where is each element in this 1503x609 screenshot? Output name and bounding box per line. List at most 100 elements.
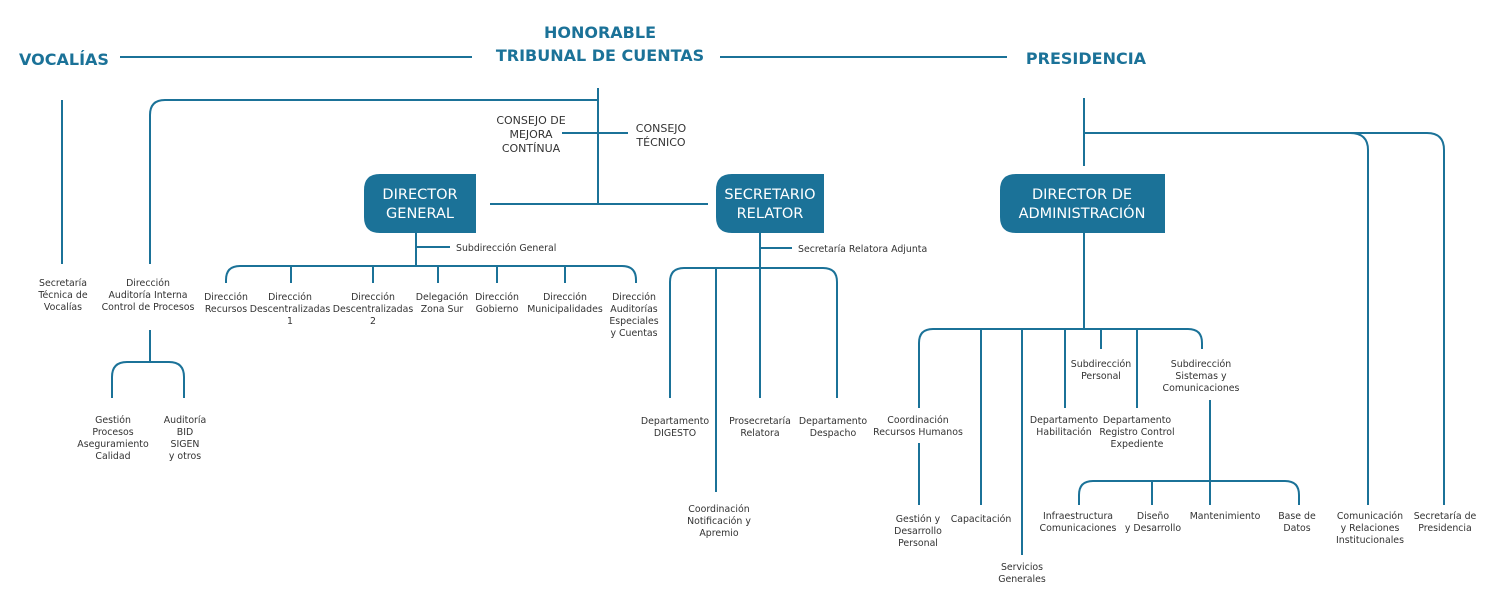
svg-text:Zona Sur: Zona Sur — [421, 304, 464, 315]
svg-text:Generales: Generales — [998, 574, 1046, 585]
svg-text:Calidad: Calidad — [95, 451, 130, 462]
svg-text:Departamento: Departamento — [1103, 415, 1171, 426]
svg-text:Subdirección: Subdirección — [1071, 359, 1131, 370]
svg-text:Auditoría: Auditoría — [164, 415, 207, 426]
svg-text:DIGESTO: DIGESTO — [654, 428, 696, 439]
svg-text:Secretaría de: Secretaría de — [1414, 511, 1477, 522]
unit-direccion-municipalidades: Dirección Municipalidades — [527, 292, 603, 315]
unit-mantenimiento: Mantenimiento — [1190, 511, 1261, 522]
svg-text:DIRECTOR DE: DIRECTOR DE — [1032, 187, 1132, 203]
svg-text:Gobierno: Gobierno — [476, 304, 519, 315]
unit-direccion-gobierno: Dirección Gobierno — [475, 292, 519, 315]
unit-auditoria-bid: Auditoría BID SIGEN y otros — [164, 415, 207, 462]
svg-text:y Cuentas: y Cuentas — [610, 328, 657, 339]
unit-subdireccion-sistemas: Subdirección Sistemas y Comunicaciones — [1163, 359, 1240, 394]
box-secretario-relator: SECRETARIO RELATOR — [716, 174, 824, 233]
svg-text:Gestión y: Gestión y — [896, 514, 941, 525]
svg-text:Departamento: Departamento — [1030, 415, 1098, 426]
svg-text:Capacitación: Capacitación — [951, 514, 1012, 525]
svg-text:Apremio: Apremio — [699, 528, 739, 539]
svg-text:Comunicaciones: Comunicaciones — [1163, 383, 1240, 394]
unit-departamento-registro-control: Departamento Registro Control Expediente — [1099, 415, 1174, 450]
svg-text:Relatora: Relatora — [740, 428, 779, 439]
svg-text:Comunicaciones: Comunicaciones — [1040, 523, 1117, 534]
svg-text:Prosecretaría: Prosecretaría — [729, 416, 791, 427]
svg-text:1: 1 — [287, 316, 293, 327]
svg-text:Dirección: Dirección — [475, 292, 519, 303]
svg-text:y otros: y otros — [169, 451, 201, 462]
unit-prosecretaria-relatora: Prosecretaría Relatora — [729, 416, 791, 439]
unit-base-de-datos: Base de Datos — [1278, 511, 1316, 534]
line-sr-branch — [669, 267, 838, 398]
svg-text:Base de: Base de — [1278, 511, 1316, 522]
svg-text:Recursos: Recursos — [205, 304, 247, 315]
svg-text:Expediente: Expediente — [1111, 439, 1164, 450]
svg-text:DIRECTOR: DIRECTOR — [382, 187, 457, 203]
unit-servicios-generales: Servicios Generales — [998, 562, 1046, 585]
header-vocalias: VOCALÍAS — [19, 50, 109, 69]
svg-text:CONSEJO: CONSEJO — [636, 122, 687, 135]
svg-text:Dirección: Dirección — [268, 292, 312, 303]
unit-infraestructura-comunicaciones: Infraestructura Comunicaciones — [1040, 511, 1117, 534]
svg-text:Departamento: Departamento — [641, 416, 709, 427]
box-director-general: DIRECTOR GENERAL — [364, 174, 476, 233]
unit-departamento-habilitacion: Departamento Habilitación — [1030, 415, 1098, 438]
svg-text:Coordinación: Coordinación — [688, 504, 749, 515]
unit-subdireccion-general: Subdirección General — [456, 243, 556, 254]
svg-text:Aseguramiento: Aseguramiento — [77, 439, 149, 450]
unit-direccion-recursos: Dirección Recursos — [204, 292, 248, 315]
unit-secretaria-presidencia: Secretaría de Presidencia — [1414, 511, 1477, 534]
svg-text:Institucionales: Institucionales — [1336, 535, 1404, 546]
svg-text:Despacho: Despacho — [810, 428, 857, 439]
svg-text:Sistemas y: Sistemas y — [1175, 371, 1227, 382]
unit-departamento-digesto: Departamento DIGESTO — [641, 416, 709, 439]
svg-text:Registro Control: Registro Control — [1099, 427, 1174, 438]
line-dg-branch — [225, 265, 637, 283]
svg-text:BID: BID — [177, 427, 193, 438]
unit-coordinacion-notificacion: Coordinación Notificación y Apremio — [687, 504, 751, 539]
svg-text:Coordinación: Coordinación — [887, 415, 948, 426]
svg-text:Dirección: Dirección — [126, 278, 170, 289]
svg-text:Dirección: Dirección — [204, 292, 248, 303]
svg-text:Dirección: Dirección — [612, 292, 656, 303]
svg-text:RELATOR: RELATOR — [737, 206, 804, 222]
svg-text:Habilitación: Habilitación — [1036, 427, 1091, 438]
line-auditoria-branch — [111, 361, 185, 398]
svg-text:Servicios: Servicios — [1001, 562, 1043, 573]
svg-text:y Relaciones: y Relaciones — [1341, 523, 1400, 534]
svg-text:SECRETARIO: SECRETARIO — [724, 187, 815, 203]
box-director-administracion: DIRECTOR DE ADMINISTRACIÓN — [1000, 174, 1165, 233]
header-tribunal-line1: HONORABLE — [544, 23, 656, 42]
unit-delegacion-zona-sur: Delegación Zona Sur — [416, 292, 469, 315]
svg-text:Infraestructura: Infraestructura — [1043, 511, 1113, 522]
consejo-tecnico: CONSEJO TÉCNICO — [635, 122, 686, 149]
svg-text:Personal: Personal — [1081, 371, 1121, 382]
svg-text:Personal: Personal — [898, 538, 938, 549]
unit-secretaria-tecnica-vocalias: Secretaría Técnica de Vocalías — [37, 278, 87, 313]
unit-departamento-despacho: Departamento Despacho — [799, 416, 867, 439]
unit-gestion-desarrollo-personal: Gestión y Desarrollo Personal — [894, 514, 942, 549]
svg-text:MEJORA: MEJORA — [509, 128, 553, 141]
svg-text:GENERAL: GENERAL — [386, 206, 454, 222]
unit-subdireccion-personal: Subdirección Personal — [1071, 359, 1131, 382]
unit-gestion-procesos: Gestión Procesos Aseguramiento Calidad — [77, 415, 149, 462]
svg-text:Dirección: Dirección — [351, 292, 395, 303]
line-presidencia-secretaria — [1084, 132, 1445, 505]
header-presidencia: PRESIDENCIA — [1026, 49, 1147, 68]
unit-direccion-auditoria-interna: Dirección Auditoría Interna Control de P… — [102, 278, 195, 313]
unit-comunicacion-relaciones: Comunicación y Relaciones Institucionale… — [1336, 511, 1404, 546]
svg-text:Recursos Humanos: Recursos Humanos — [873, 427, 963, 438]
svg-text:Control de Procesos: Control de Procesos — [102, 302, 195, 313]
unit-capacitacion: Capacitación — [951, 514, 1012, 525]
unit-direccion-descentralizadas-1: Dirección Descentralizadas 1 — [250, 292, 331, 327]
svg-text:Descentralizadas: Descentralizadas — [333, 304, 414, 315]
svg-text:Gestión: Gestión — [95, 415, 131, 426]
svg-text:TÉCNICO: TÉCNICO — [635, 136, 686, 149]
svg-text:Auditoría Interna: Auditoría Interna — [108, 290, 187, 301]
svg-text:Diseño: Diseño — [1137, 511, 1169, 522]
svg-text:Técnica de: Técnica de — [37, 290, 87, 301]
svg-text:Subdirección: Subdirección — [1171, 359, 1231, 370]
line-da-branch — [918, 328, 1203, 408]
unit-secretaria-relatora-adjunta: Secretaría Relatora Adjunta — [798, 244, 927, 255]
